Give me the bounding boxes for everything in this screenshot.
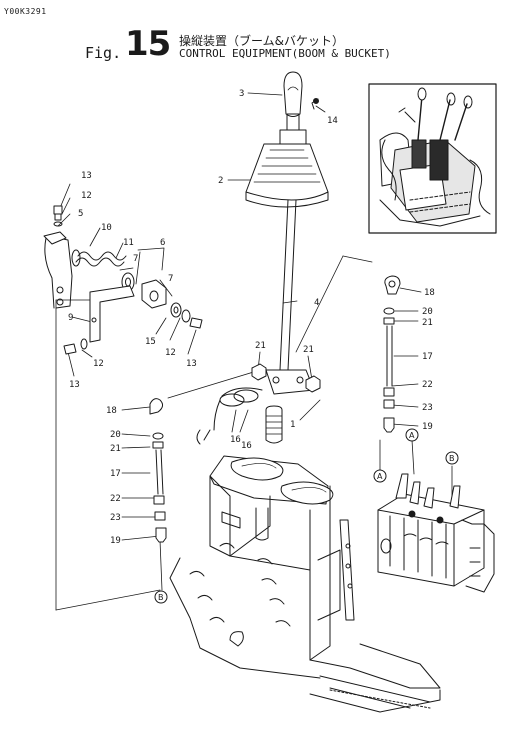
callout-4: 4 xyxy=(314,298,319,308)
callout-19-right: 19 xyxy=(422,422,433,432)
callout-20-right: 20 xyxy=(422,307,433,317)
figure-number: 15 xyxy=(125,24,171,64)
callout-1: 1 xyxy=(290,420,295,430)
callout-16-right: 16 xyxy=(241,441,252,451)
callout-21-right: 21 xyxy=(422,318,433,328)
callout-23-left: 23 xyxy=(110,513,121,523)
callout-12-top: 12 xyxy=(81,191,92,201)
figure-title-japanese: 操縦装置（ブーム&バケット） xyxy=(179,34,344,48)
callout-18-left: 18 xyxy=(106,406,117,416)
connector-b-top: B xyxy=(449,454,455,463)
callout-7-lower: 7 xyxy=(168,274,173,284)
document-code: Y00K3291 xyxy=(4,7,47,16)
right-rod-assembly xyxy=(383,275,401,433)
control-valve xyxy=(377,473,495,593)
callout-23-right: 23 xyxy=(422,403,433,413)
callout-22-left: 22 xyxy=(110,494,121,504)
callout-18-right: 18 xyxy=(424,288,435,298)
callout-17-right: 17 xyxy=(422,352,433,362)
callout-2: 2 xyxy=(218,176,223,186)
callout-16-left: 16 xyxy=(230,435,241,445)
damper-part xyxy=(265,405,283,444)
callout-14: 14 xyxy=(327,116,338,126)
callout-20-left: 20 xyxy=(110,430,121,440)
callout-13-mid: 13 xyxy=(186,359,197,369)
figure-title-english: CONTROL EQUIPMENT(BOOM & BUCKET) xyxy=(179,47,391,60)
left-linkage-parts xyxy=(43,205,203,355)
callout-6: 6 xyxy=(160,238,165,248)
callout-9: 9 xyxy=(68,313,73,323)
connector-markers xyxy=(154,428,459,604)
callout-15: 15 xyxy=(145,337,156,347)
callout-10: 10 xyxy=(101,223,112,233)
callout-3: 3 xyxy=(239,89,244,99)
callout-19-left: 19 xyxy=(110,536,121,546)
callout-21-left: 21 xyxy=(110,444,121,454)
left-rod-assembly xyxy=(149,398,167,543)
callout-22-right: 22 xyxy=(422,380,433,390)
callout-13-top: 13 xyxy=(81,171,92,181)
figure-prefix: Fig. xyxy=(85,44,122,62)
callout-11: 11 xyxy=(123,238,134,248)
callout-17-left: 17 xyxy=(110,469,121,479)
callout-7-upper: 7 xyxy=(133,254,138,264)
leader-lines xyxy=(55,92,453,611)
inset-locator-view xyxy=(368,83,497,234)
connector-b-bottom: B xyxy=(158,593,164,602)
control-lever-assembly xyxy=(196,71,329,445)
console-housing xyxy=(169,455,441,713)
callout-13-low: 13 xyxy=(69,380,80,390)
callout-21-stick-left: 21 xyxy=(255,341,266,351)
connector-a-top: A xyxy=(409,431,415,440)
callout-12-mid: 12 xyxy=(165,348,176,358)
connector-a-left: A xyxy=(377,472,383,481)
callout-21-stick-right: 21 xyxy=(303,345,314,355)
callout-5: 5 xyxy=(78,209,83,219)
callout-12-low: 12 xyxy=(93,359,104,369)
